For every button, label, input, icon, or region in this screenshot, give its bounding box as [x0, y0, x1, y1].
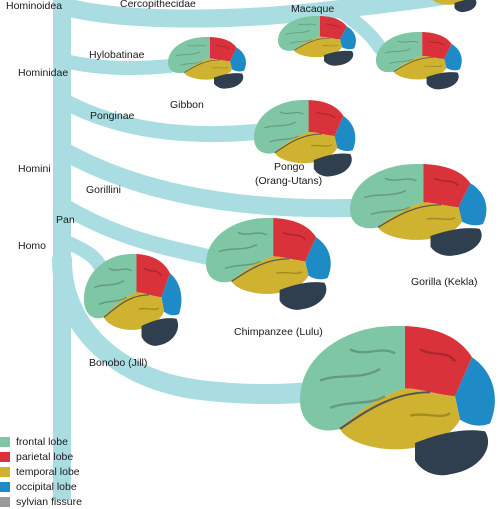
- label-pan: Pan: [56, 214, 75, 226]
- branch-bonobo: [55, 233, 107, 273]
- label-ponginae: Ponginae: [90, 110, 135, 122]
- tree-branches: [52, 0, 458, 500]
- legend-item: occipital lobe: [0, 479, 170, 494]
- legend-item: frontal lobe: [0, 434, 170, 449]
- brain-gorilla: [348, 162, 488, 257]
- legend-label: frontal lobe: [16, 435, 68, 448]
- label-hominidae: Hominidae: [18, 67, 68, 79]
- label-homo: Homo: [18, 240, 46, 252]
- label-homini: Homini: [18, 163, 51, 175]
- branch-homo: [52, 250, 320, 405]
- brain-chimpanzee: [205, 217, 332, 311]
- legend-label: temporal lobe: [16, 465, 80, 478]
- brain-gibbon: [167, 36, 247, 90]
- brain-pongo: [253, 99, 357, 178]
- legend-swatch: [0, 451, 10, 462]
- brain-human: [298, 324, 497, 477]
- branch-macaque: [333, 3, 387, 55]
- branch-gorillini: [53, 141, 361, 218]
- legend-item: sylvian fissure: [0, 494, 170, 509]
- label-pongo-common: (Orang-Utans): [255, 175, 322, 187]
- label-hylobatinae: Hylobatinae: [89, 49, 145, 61]
- legend-swatch: [0, 466, 10, 477]
- legend-swatch: [0, 436, 10, 447]
- label-chimpanzee: Chimpanzee (Lulu): [234, 326, 323, 338]
- label-gibbon: Gibbon: [170, 99, 204, 111]
- label-macaque: Macaque: [291, 3, 334, 15]
- label-gorilla: Gorilla (Kekla): [411, 276, 478, 288]
- label-gorillini: Gorillini: [86, 184, 121, 196]
- legend-swatch: [0, 481, 10, 492]
- label-cercopithecidae: Cercopithecidae: [120, 0, 196, 10]
- legend-label: occipital lobe: [16, 480, 77, 493]
- legend-item: parietal lobe: [0, 449, 170, 464]
- legend-label: parietal lobe: [16, 450, 74, 463]
- label-bonobo: Bonobo (Jill): [89, 357, 147, 369]
- legend-item: temporal lobe: [0, 464, 170, 479]
- label-hominoidea: Hominoidea: [6, 0, 62, 12]
- branch-hylobatinae: [55, 53, 177, 75]
- brain-macaque: [277, 15, 357, 67]
- legend-label: sylvian fissure: [16, 495, 82, 508]
- legend-swatch: [0, 496, 10, 507]
- label-pongo: Pongo: [274, 161, 305, 173]
- brain-cercopithecidae-b: [375, 31, 463, 91]
- branch-cercopithecidae: [53, 0, 458, 28]
- branch-pan: [54, 197, 220, 266]
- branch-ponginae: [54, 92, 264, 143]
- legend: frontal lobe parietal lobe temporal lobe oc…: [0, 434, 170, 509]
